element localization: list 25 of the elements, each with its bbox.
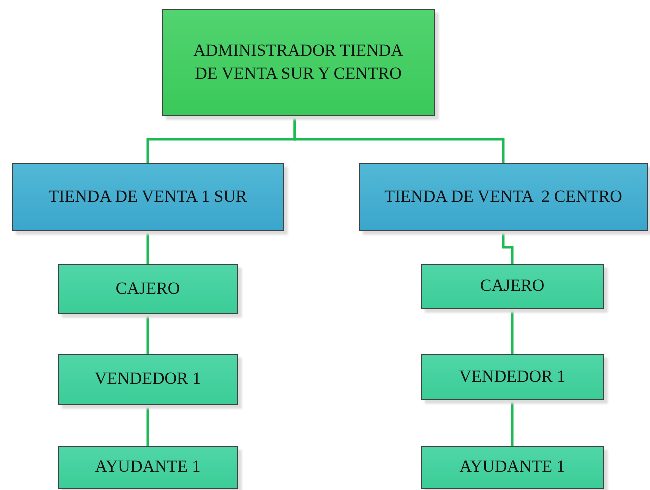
- store-box: [359, 163, 648, 231]
- box-label: AYUDANTE 1: [94, 456, 202, 478]
- connector-line: [146, 231, 150, 264]
- role-box: [421, 354, 604, 400]
- box-label: VENDEDOR 1: [94, 368, 202, 390]
- connector-line: [294, 116, 505, 163]
- role-box: [421, 446, 604, 489]
- manager-box: [162, 9, 435, 116]
- role-box: [58, 446, 238, 489]
- role-box: [58, 264, 238, 314]
- box-label: VENDEDOR 1: [458, 366, 567, 388]
- connector-line: [511, 309, 514, 354]
- box-label: ADMINISTRADOR TIENDA DE VENTA SUR Y CENTRO: [192, 40, 404, 84]
- connector-line: [511, 400, 514, 446]
- box-label: CAJERO: [479, 275, 546, 298]
- box-label: CAJERO: [114, 278, 182, 300]
- connector-line: [146, 405, 150, 446]
- box-label: AYUDANTE 1: [458, 456, 566, 478]
- box-label: TIENDA DE VENTA 2 CENTRO: [384, 186, 624, 208]
- box-label: TIENDA DE VENTA 1 SUR: [48, 186, 248, 208]
- store-box: [12, 163, 284, 231]
- connector-line: [146, 314, 150, 354]
- connector-line: [502, 231, 514, 264]
- role-box: [421, 264, 604, 309]
- role-box: [58, 354, 238, 405]
